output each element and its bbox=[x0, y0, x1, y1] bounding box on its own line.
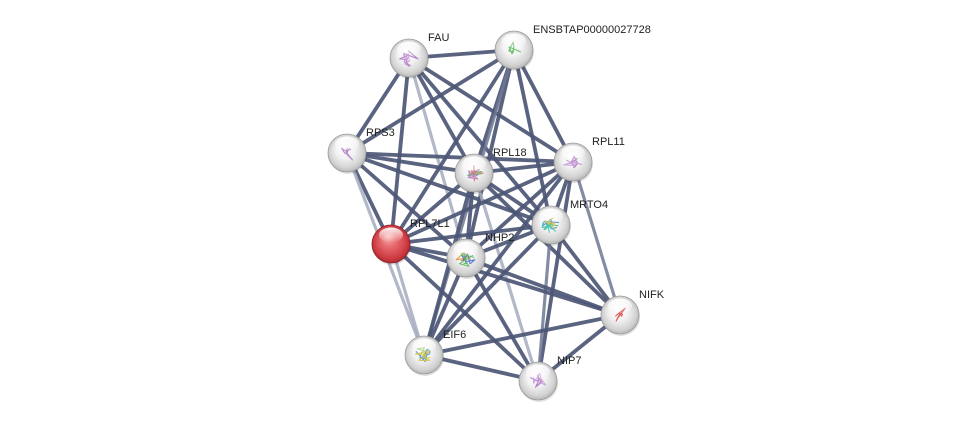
node-label-nifk: NIFK bbox=[639, 289, 665, 301]
node-label-rpl7l1: RPL7L1 bbox=[410, 218, 450, 230]
edge-ensbtap00000027728-nhp2[interactable] bbox=[464, 48, 516, 260]
node-highlight bbox=[379, 227, 403, 243]
node-label-nip7: NIP7 bbox=[557, 355, 581, 367]
edge-rpl11-nip7[interactable] bbox=[536, 160, 575, 383]
edge-nhp2-nifk[interactable] bbox=[464, 256, 622, 317]
node-highlight bbox=[412, 338, 436, 354]
node-nifk[interactable] bbox=[600, 295, 640, 336]
edge-rpl7l1-nifk[interactable] bbox=[389, 242, 622, 317]
node-highlight bbox=[462, 156, 486, 172]
edge-rpl11-nifk[interactable] bbox=[571, 160, 622, 317]
node-label-rps3: RPS3 bbox=[366, 127, 395, 139]
edge-rpl7l1-nip7[interactable] bbox=[389, 242, 540, 383]
edge-layer bbox=[345, 48, 622, 383]
protein-structure-icon bbox=[529, 374, 543, 388]
node-mrto4[interactable] bbox=[531, 205, 571, 246]
edge-fau-rpl18[interactable] bbox=[407, 56, 476, 175]
node-rpl18[interactable] bbox=[454, 153, 494, 194]
node-highlight bbox=[397, 41, 421, 57]
node-label-fau: FAU bbox=[428, 32, 449, 44]
protein-structure-icon bbox=[541, 222, 557, 233]
protein-structure-icon bbox=[508, 41, 522, 55]
edge-fau-rpl7l1[interactable] bbox=[389, 56, 411, 246]
edge-rpl11-eif6[interactable] bbox=[422, 160, 575, 357]
node-highlight bbox=[608, 298, 632, 314]
node-label-rpl11: RPL11 bbox=[592, 136, 625, 148]
node-highlight bbox=[335, 136, 359, 152]
protein-structure-icon bbox=[402, 52, 411, 66]
node-highlight bbox=[502, 33, 526, 49]
node-highlight bbox=[526, 364, 550, 380]
edge-ensbtap00000027728-rpl11[interactable] bbox=[512, 48, 575, 164]
edge-nhp2-nip7[interactable] bbox=[464, 256, 540, 383]
node-rps3[interactable] bbox=[327, 133, 367, 174]
edge-nifk-eif6[interactable] bbox=[422, 313, 622, 357]
edge-rpl11-nhp2[interactable] bbox=[464, 160, 575, 260]
edge-mrto4-eif6[interactable] bbox=[422, 223, 553, 357]
edge-ensbtap00000027728-rps3[interactable] bbox=[345, 48, 516, 155]
node-highlight bbox=[561, 145, 585, 161]
node-nhp2[interactable] bbox=[446, 238, 486, 279]
node-rpl7l1[interactable] bbox=[371, 224, 411, 265]
edge-rpl18-nip7[interactable] bbox=[472, 171, 540, 383]
edge-rpl11-rpl7l1[interactable] bbox=[389, 160, 575, 246]
node-label-nhp2: NHP2 bbox=[485, 232, 514, 244]
edge-eif6-nip7[interactable] bbox=[422, 353, 540, 383]
protein-structure-icon bbox=[563, 159, 583, 167]
node-fau[interactable] bbox=[389, 38, 429, 79]
node-layer bbox=[327, 30, 640, 402]
node-highlight bbox=[539, 208, 563, 224]
edge-fau-mrto4[interactable] bbox=[407, 56, 553, 227]
node-ensbtap00000027728[interactable] bbox=[494, 30, 534, 71]
node-label-rpl18: RPL18 bbox=[493, 147, 527, 159]
node-label-eif6: EIF6 bbox=[443, 329, 466, 341]
edge-fau-rpl11[interactable] bbox=[407, 56, 575, 164]
node-eif6[interactable] bbox=[404, 335, 444, 376]
protein-structure-icon bbox=[615, 307, 626, 322]
node-rpl11[interactable] bbox=[553, 142, 593, 183]
node-label-ensbtap00000027728: ENSBTAP00000027728 bbox=[533, 24, 651, 36]
edge-mrto4-rpl7l1[interactable] bbox=[389, 223, 553, 246]
node-nip7[interactable] bbox=[518, 361, 558, 402]
edge-rps3-rpl18[interactable] bbox=[345, 151, 476, 175]
edge-rps3-rpl11[interactable] bbox=[345, 151, 575, 164]
node-highlight bbox=[454, 241, 478, 257]
edge-rps3-nhp2[interactable] bbox=[345, 151, 468, 260]
edge-mrto4-nip7[interactable] bbox=[536, 223, 553, 383]
node-label-mrto4: MRTO4 bbox=[570, 199, 608, 211]
